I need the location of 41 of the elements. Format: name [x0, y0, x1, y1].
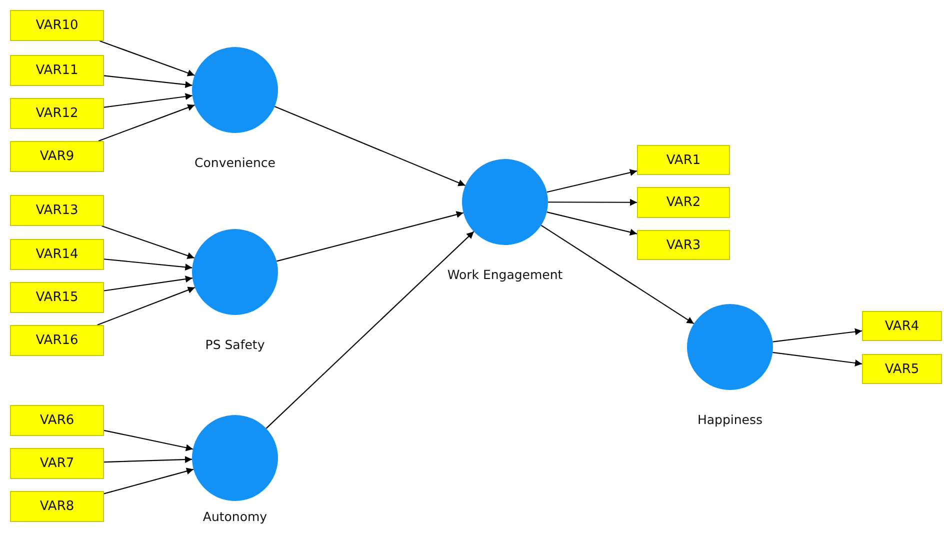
indicator-box: VAR6 — [10, 405, 104, 436]
arrow — [100, 40, 195, 76]
indicator-box: VAR3 — [637, 230, 730, 260]
construct-label: PS Safety — [205, 337, 265, 352]
arrow — [540, 224, 694, 324]
indicator-box: VAR12 — [10, 98, 104, 129]
indicator-box: VAR5 — [862, 354, 942, 384]
indicator-box: VAR15 — [10, 282, 104, 313]
indicator-box: VAR11 — [10, 55, 104, 86]
construct-label: Autonomy — [202, 509, 268, 524]
arrow — [772, 328, 862, 342]
arrow — [104, 468, 194, 494]
arrow — [276, 211, 464, 262]
construct-label: Work Engagement — [447, 267, 563, 282]
arrow — [546, 169, 638, 193]
indicator-box: VAR10 — [10, 10, 104, 41]
arrow — [104, 430, 194, 452]
arrow — [98, 104, 195, 142]
arrow — [104, 75, 192, 88]
arrow — [546, 212, 638, 236]
arrow — [274, 106, 466, 186]
indicator-box: VAR1 — [637, 145, 730, 175]
construct-label: Happiness — [697, 412, 763, 427]
arrow — [548, 198, 637, 206]
indicator-box: VAR13 — [10, 195, 104, 226]
arrow — [104, 276, 193, 292]
arrow — [772, 352, 862, 366]
indicator-box: VAR8 — [10, 491, 104, 522]
indicator-box: VAR7 — [10, 448, 104, 479]
arrow — [102, 225, 195, 259]
indicator-box: VAR4 — [862, 311, 942, 341]
indicator-box: VAR2 — [637, 187, 730, 218]
indicator-box: VAR9 — [10, 141, 104, 172]
arrow — [97, 286, 196, 326]
arrow — [104, 93, 192, 108]
arrow — [104, 456, 192, 464]
arrow — [104, 258, 192, 271]
arrow — [266, 231, 474, 429]
construct-label: Convenience — [194, 155, 276, 170]
indicator-box: VAR14 — [10, 239, 104, 270]
indicator-box: VAR16 — [10, 325, 104, 356]
